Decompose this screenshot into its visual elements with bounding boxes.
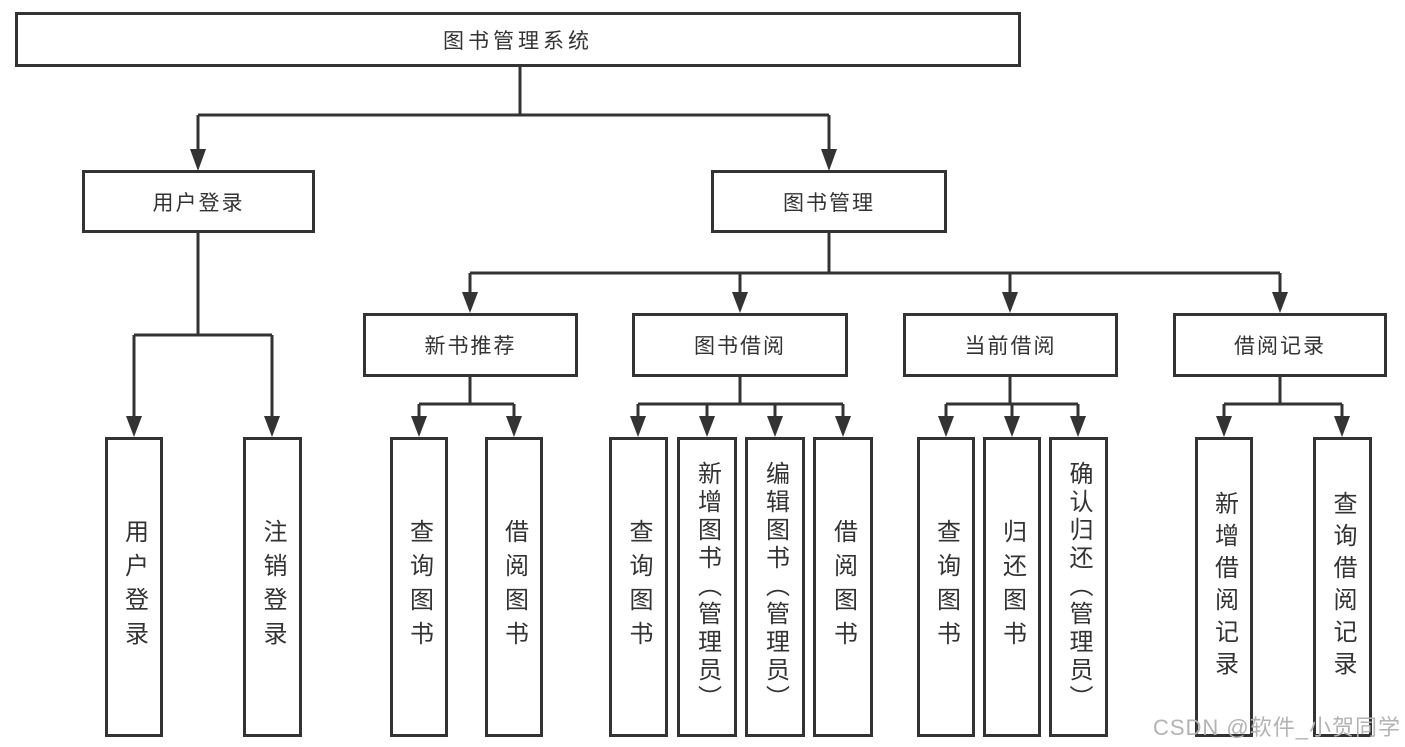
connector-book-management-branch	[462, 233, 1288, 313]
leaf-query-books-2-label: 查询图书	[625, 519, 652, 655]
node-user-login: 用户登录	[82, 170, 315, 233]
leaf-query-borrow-record-label: 查询借阅记录	[1329, 491, 1356, 683]
leaf-borrow-books-1-label: 借阅图书	[500, 519, 528, 655]
leaf-query-books-2: 查询图书	[609, 437, 668, 737]
node-book-management: 图书管理	[711, 170, 947, 233]
arrowhead	[699, 416, 715, 437]
leaf-query-books-3-label: 查询图书	[932, 519, 960, 655]
leaf-confirm-return-admin-label: 确认归还（管理员）	[1065, 461, 1092, 713]
arrowhead	[1216, 416, 1232, 437]
node-book-borrowing: 图书借阅	[632, 313, 848, 377]
arrowhead	[264, 416, 280, 437]
leaf-borrow-books-2-label: 借阅图书	[829, 519, 857, 655]
arrowhead	[767, 416, 783, 437]
arrowhead	[190, 149, 206, 171]
leaf-query-books-3: 查询图书	[917, 437, 975, 737]
node-book-management-label: 图书管理	[783, 191, 875, 215]
leaf-add-borrow-record-label: 新增借阅记录	[1210, 491, 1238, 683]
leaf-confirm-return-admin: 确认归还（管理员）	[1049, 437, 1108, 737]
leaf-edit-books-admin-label: 编辑图书（管理员）	[761, 461, 789, 713]
leaf-edit-books-admin: 编辑图书（管理员）	[745, 437, 805, 737]
leaf-borrow-books-2: 借阅图书	[813, 437, 873, 737]
node-library-management-system-label: 图书管理系统	[443, 29, 593, 53]
node-new-book-recommendation: 新书推荐	[363, 313, 578, 377]
node-user-login-label: 用户登录	[152, 191, 245, 215]
leaf-query-books-1-label: 查询图书	[405, 519, 433, 655]
connector-borrow-records-branch	[1216, 377, 1350, 437]
arrowhead	[1272, 292, 1288, 313]
leaf-user-login-label: 用户登录	[120, 519, 148, 655]
node-book-borrowing-label: 图书借阅	[694, 335, 786, 358]
arrowhead	[506, 416, 522, 437]
connector-book-borrow-branch	[630, 377, 851, 437]
leaf-user-login: 用户登录	[105, 437, 163, 737]
node-new-book-recommendation-label: 新书推荐	[424, 335, 517, 358]
connector-user-login-branch	[126, 233, 280, 437]
leaf-query-books-1: 查询图书	[390, 437, 448, 737]
arrowhead	[1070, 416, 1086, 437]
arrowhead	[835, 416, 851, 437]
watermark: CSDN @软件_小贺同学	[1152, 715, 1401, 740]
node-current-borrowing-label: 当前借阅	[964, 335, 1057, 358]
leaf-add-books-admin: 新增图书（管理员）	[677, 437, 737, 737]
leaf-logout: 注销登录	[243, 437, 302, 737]
connector-current-borrow-branch	[938, 377, 1086, 437]
leaf-return-books-label: 归还图书	[998, 519, 1026, 655]
arrowhead	[1004, 416, 1020, 437]
arrowhead	[630, 416, 646, 437]
leaf-return-books: 归还图书	[983, 437, 1041, 737]
arrowhead	[462, 292, 478, 313]
arrowhead	[1002, 292, 1018, 313]
arrowhead	[732, 292, 748, 313]
node-library-management-system: 图书管理系统	[15, 12, 1021, 67]
arrowhead	[821, 149, 837, 171]
leaf-add-borrow-record: 新增借阅记录	[1195, 437, 1253, 737]
connector-new-book-branch	[411, 377, 522, 437]
node-current-borrowing: 当前借阅	[903, 313, 1118, 377]
leaf-borrow-books-1: 借阅图书	[485, 437, 543, 737]
arrowhead	[1334, 416, 1350, 437]
node-borrowing-records: 借阅记录	[1173, 313, 1387, 377]
arrowhead	[126, 416, 142, 437]
leaf-add-books-admin-label: 新增图书（管理员）	[693, 461, 721, 713]
node-borrowing-records-label: 借阅记录	[1234, 335, 1326, 358]
connector-root-to-level2	[190, 67, 837, 171]
arrowhead	[938, 416, 954, 437]
arrowhead	[411, 416, 427, 437]
leaf-logout-label: 注销登录	[259, 519, 286, 655]
leaf-query-borrow-record: 查询借阅记录	[1313, 437, 1372, 737]
